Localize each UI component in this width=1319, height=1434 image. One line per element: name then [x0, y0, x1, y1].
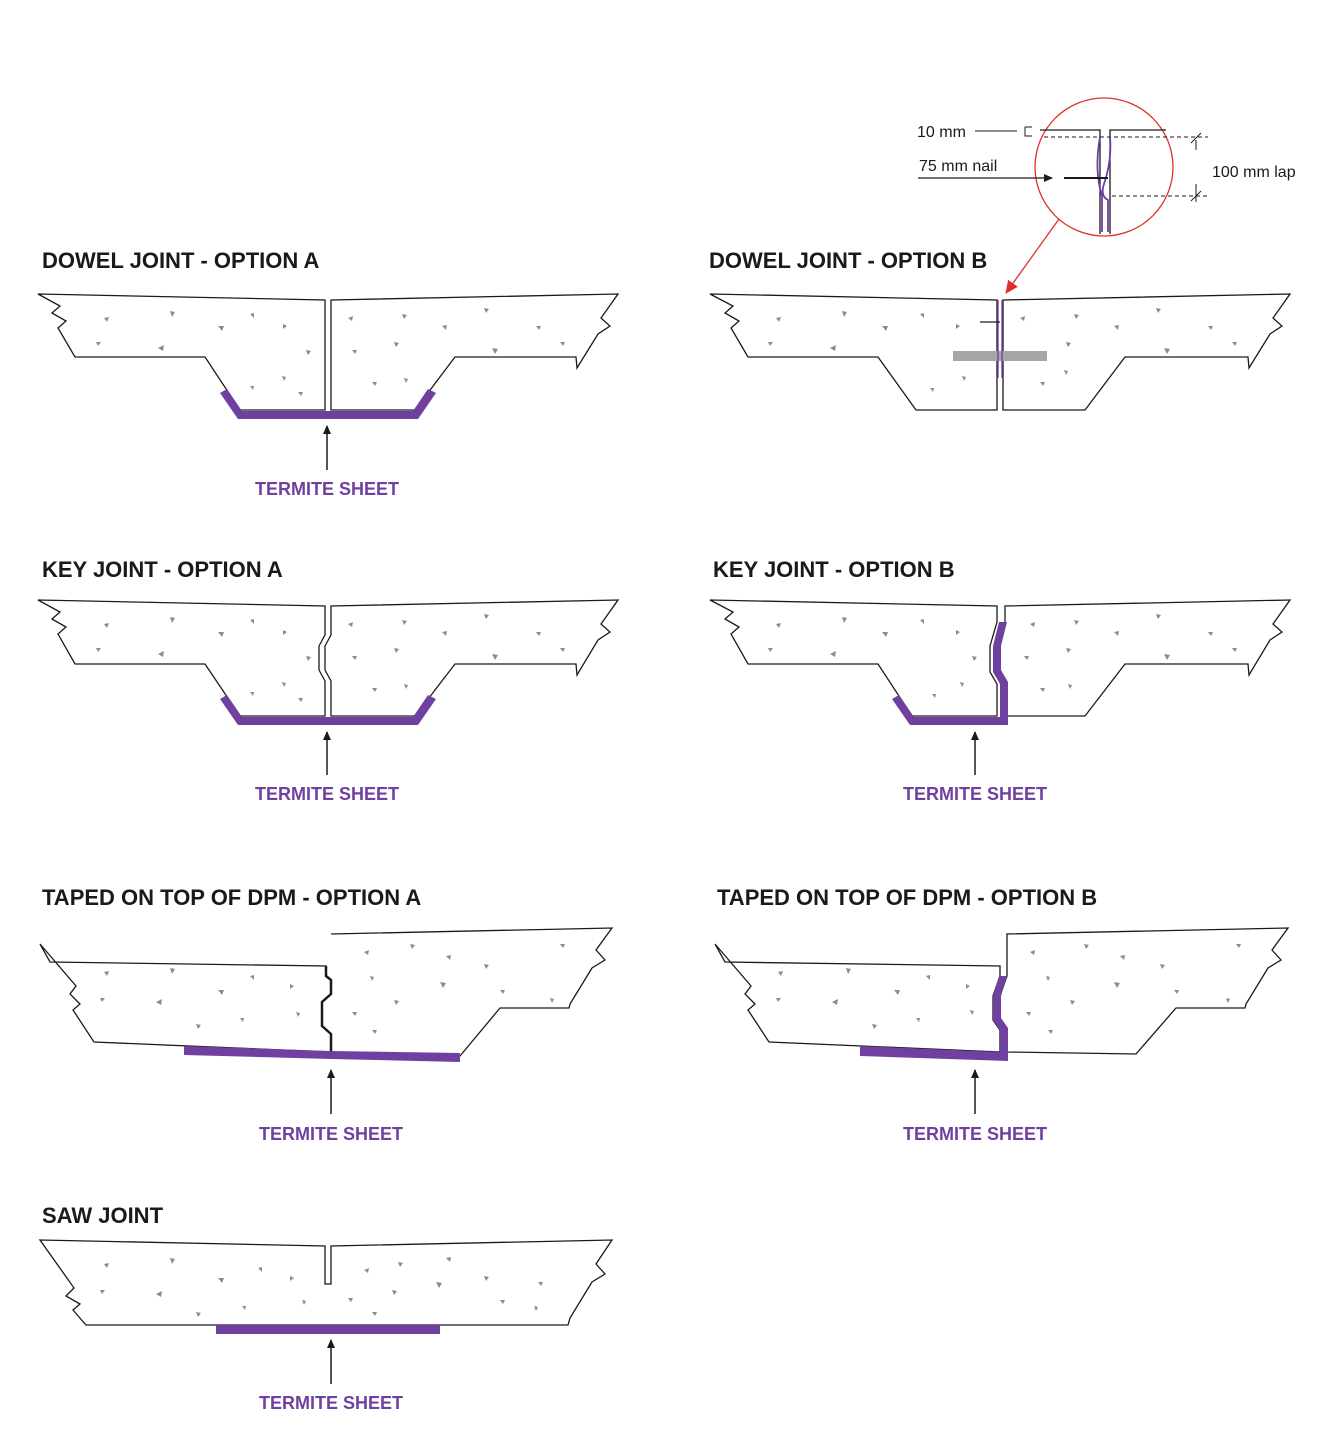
- panel-dowel-joint-a: DOWEL JOINT - OPTION A TERMITE SHEET: [37, 248, 620, 499]
- panel-title: KEY JOINT - OPTION B: [713, 557, 955, 582]
- detail-circle: [1034, 97, 1174, 237]
- slab-outline-left: [37, 599, 326, 717]
- sheet-label: TERMITE SHEET: [255, 479, 399, 499]
- dowel-bar: [953, 351, 1047, 361]
- panel-key-joint-b: KEY JOINT - OPTION B TERMITE SHEET: [709, 557, 1292, 804]
- key-joint-line: [320, 966, 333, 1052]
- sheet-label: TERMITE SHEET: [255, 784, 399, 804]
- sheet-label: TERMITE SHEET: [259, 1124, 403, 1144]
- panel-title: DOWEL JOINT - OPTION A: [42, 248, 320, 273]
- lap-sheet: [997, 300, 1003, 378]
- detail-lap-sheet: [1096, 136, 1112, 232]
- termite-sheet: [892, 622, 1008, 725]
- panel-title: TAPED ON TOP OF DPM - OPTION B: [717, 885, 1097, 910]
- lap-dimension: 100 mm lap: [1212, 164, 1296, 181]
- sheet-label: TERMITE SHEET: [903, 784, 1047, 804]
- aggregate-specks: [768, 308, 1237, 392]
- panel-title: KEY JOINT - OPTION A: [42, 557, 283, 582]
- lap-detail-callout: 10 mm 75 mm nail 100 mm lap: [917, 97, 1296, 294]
- slab-outline-upper: [330, 927, 614, 1057]
- aggregate-specks: [768, 614, 1237, 698]
- slab-outline-lower: [39, 943, 332, 1053]
- aggregate-specks: [100, 1257, 543, 1317]
- panel-dowel-joint-b: DOWEL JOINT - OPTION B 10 mm 75 mm nail …: [709, 97, 1296, 411]
- termite-sheet: [184, 1046, 460, 1062]
- aggregate-specks: [100, 944, 565, 1034]
- slab-outline-left: [709, 599, 998, 717]
- termite-sheet: [220, 389, 436, 419]
- slab-outline-left: [37, 293, 326, 411]
- panel-taped-dpm-a: TAPED ON TOP OF DPM - OPTION A TERMITE S…: [39, 885, 614, 1144]
- panel-title: DOWEL JOINT - OPTION B: [709, 248, 987, 273]
- slab-outline-upper: [999, 927, 1290, 1055]
- detail-slab-edges: [1040, 129, 1166, 234]
- slab-outline-right: [1002, 293, 1292, 411]
- sheet-label: TERMITE SHEET: [259, 1393, 403, 1413]
- panel-title: TAPED ON TOP OF DPM - OPTION A: [42, 885, 421, 910]
- termite-sheet: [220, 695, 436, 725]
- slab-outline-right: [324, 599, 620, 717]
- callout-pointer: [1005, 218, 1060, 294]
- panel-key-joint-a: KEY JOINT - OPTION A TERMITE SHEET: [37, 557, 620, 804]
- panel-taped-dpm-b: TAPED ON TOP OF DPM - OPTION B TERMITE S…: [714, 885, 1290, 1144]
- slab-outline-right: [997, 599, 1292, 717]
- slab-outline-left: [709, 293, 998, 411]
- aggregate-specks: [776, 944, 1241, 1034]
- termite-sheet: [860, 976, 1008, 1061]
- nail-dimension: 75 mm nail: [919, 158, 997, 175]
- panel-saw-joint: SAW JOINT TERMITE SHEET: [38, 1203, 614, 1413]
- termite-sheet: [216, 1325, 440, 1334]
- slab-outline-right: [330, 293, 620, 411]
- slab-outline: [38, 1239, 614, 1326]
- gap-leader: [975, 126, 1032, 137]
- gap-dimension: 10 mm: [917, 124, 966, 141]
- panel-title: SAW JOINT: [42, 1203, 164, 1228]
- slab-outline-lower: [714, 943, 1001, 1053]
- sheet-label: TERMITE SHEET: [903, 1124, 1047, 1144]
